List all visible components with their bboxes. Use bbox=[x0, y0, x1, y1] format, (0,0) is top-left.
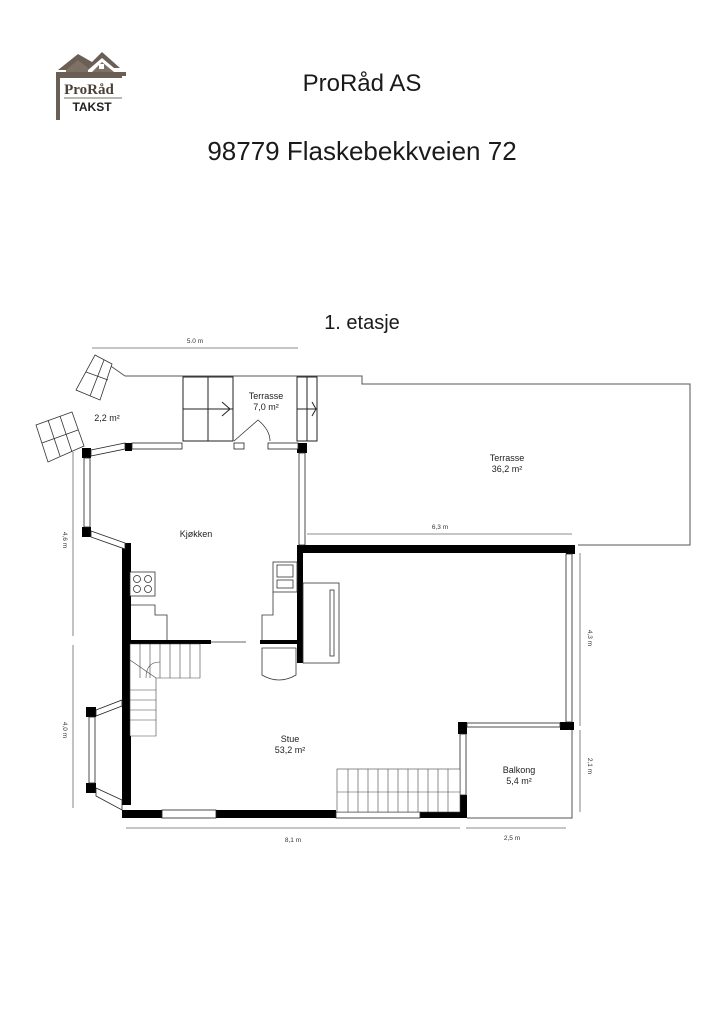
dim-bottom-main: 8,1 m bbox=[285, 837, 301, 844]
dim-terrace-width: 6,3 m bbox=[432, 524, 448, 531]
dim-right-lower: 2,1 m bbox=[586, 758, 593, 774]
stue-name: Stue bbox=[281, 734, 300, 744]
entry-area-label: 2,2 m² bbox=[94, 413, 120, 423]
entry-stairs-lower bbox=[35, 411, 85, 463]
terrasse-large-area: 36,2 m² bbox=[492, 464, 523, 474]
dim-bottom-balcony: 2,5 m bbox=[504, 835, 520, 842]
balcony-outline bbox=[467, 730, 573, 819]
dim-left-lower: 4,0 m bbox=[61, 722, 68, 738]
terrace-doors bbox=[182, 376, 318, 442]
terrasse-small-name: Terrasse bbox=[249, 391, 284, 401]
company-name: ProRåd AS bbox=[302, 70, 422, 97]
terrasse-small-area: 7,0 m² bbox=[253, 402, 279, 412]
kitchen-fixtures bbox=[129, 561, 340, 681]
stove bbox=[129, 571, 156, 597]
svg-text:TAKST: TAKST bbox=[72, 100, 112, 114]
balkong-area: 5,4 m² bbox=[506, 776, 532, 786]
entry-stairs-upper bbox=[75, 354, 113, 401]
kjokken-name: Kjøkken bbox=[180, 529, 213, 539]
property-address: 98779 Flaskebekkveien 72 bbox=[207, 136, 517, 166]
dim-right-upper: 4,3 m bbox=[586, 630, 593, 646]
balkong-name: Balkong bbox=[503, 765, 536, 775]
svg-text:ProRåd: ProRåd bbox=[64, 82, 114, 98]
floor-title: 1. etasje bbox=[324, 312, 400, 334]
windows bbox=[83, 442, 573, 819]
house-logo-icon: ProRåd TAKST bbox=[56, 52, 126, 120]
terrasse-large-name: Terrasse bbox=[490, 453, 525, 463]
internal-stairs bbox=[129, 643, 201, 737]
stue-area: 53,2 m² bbox=[275, 745, 306, 755]
terrace-outline bbox=[125, 375, 691, 546]
dim-top-width: 5.0 m bbox=[187, 338, 203, 345]
straight-stairs bbox=[336, 768, 461, 813]
walls bbox=[82, 443, 575, 818]
dimension-lines bbox=[72, 347, 581, 829]
dim-left-upper: 4,6 m bbox=[61, 532, 68, 548]
company-logo: ProRåd TAKST bbox=[44, 42, 134, 122]
bar-counter bbox=[261, 647, 297, 681]
